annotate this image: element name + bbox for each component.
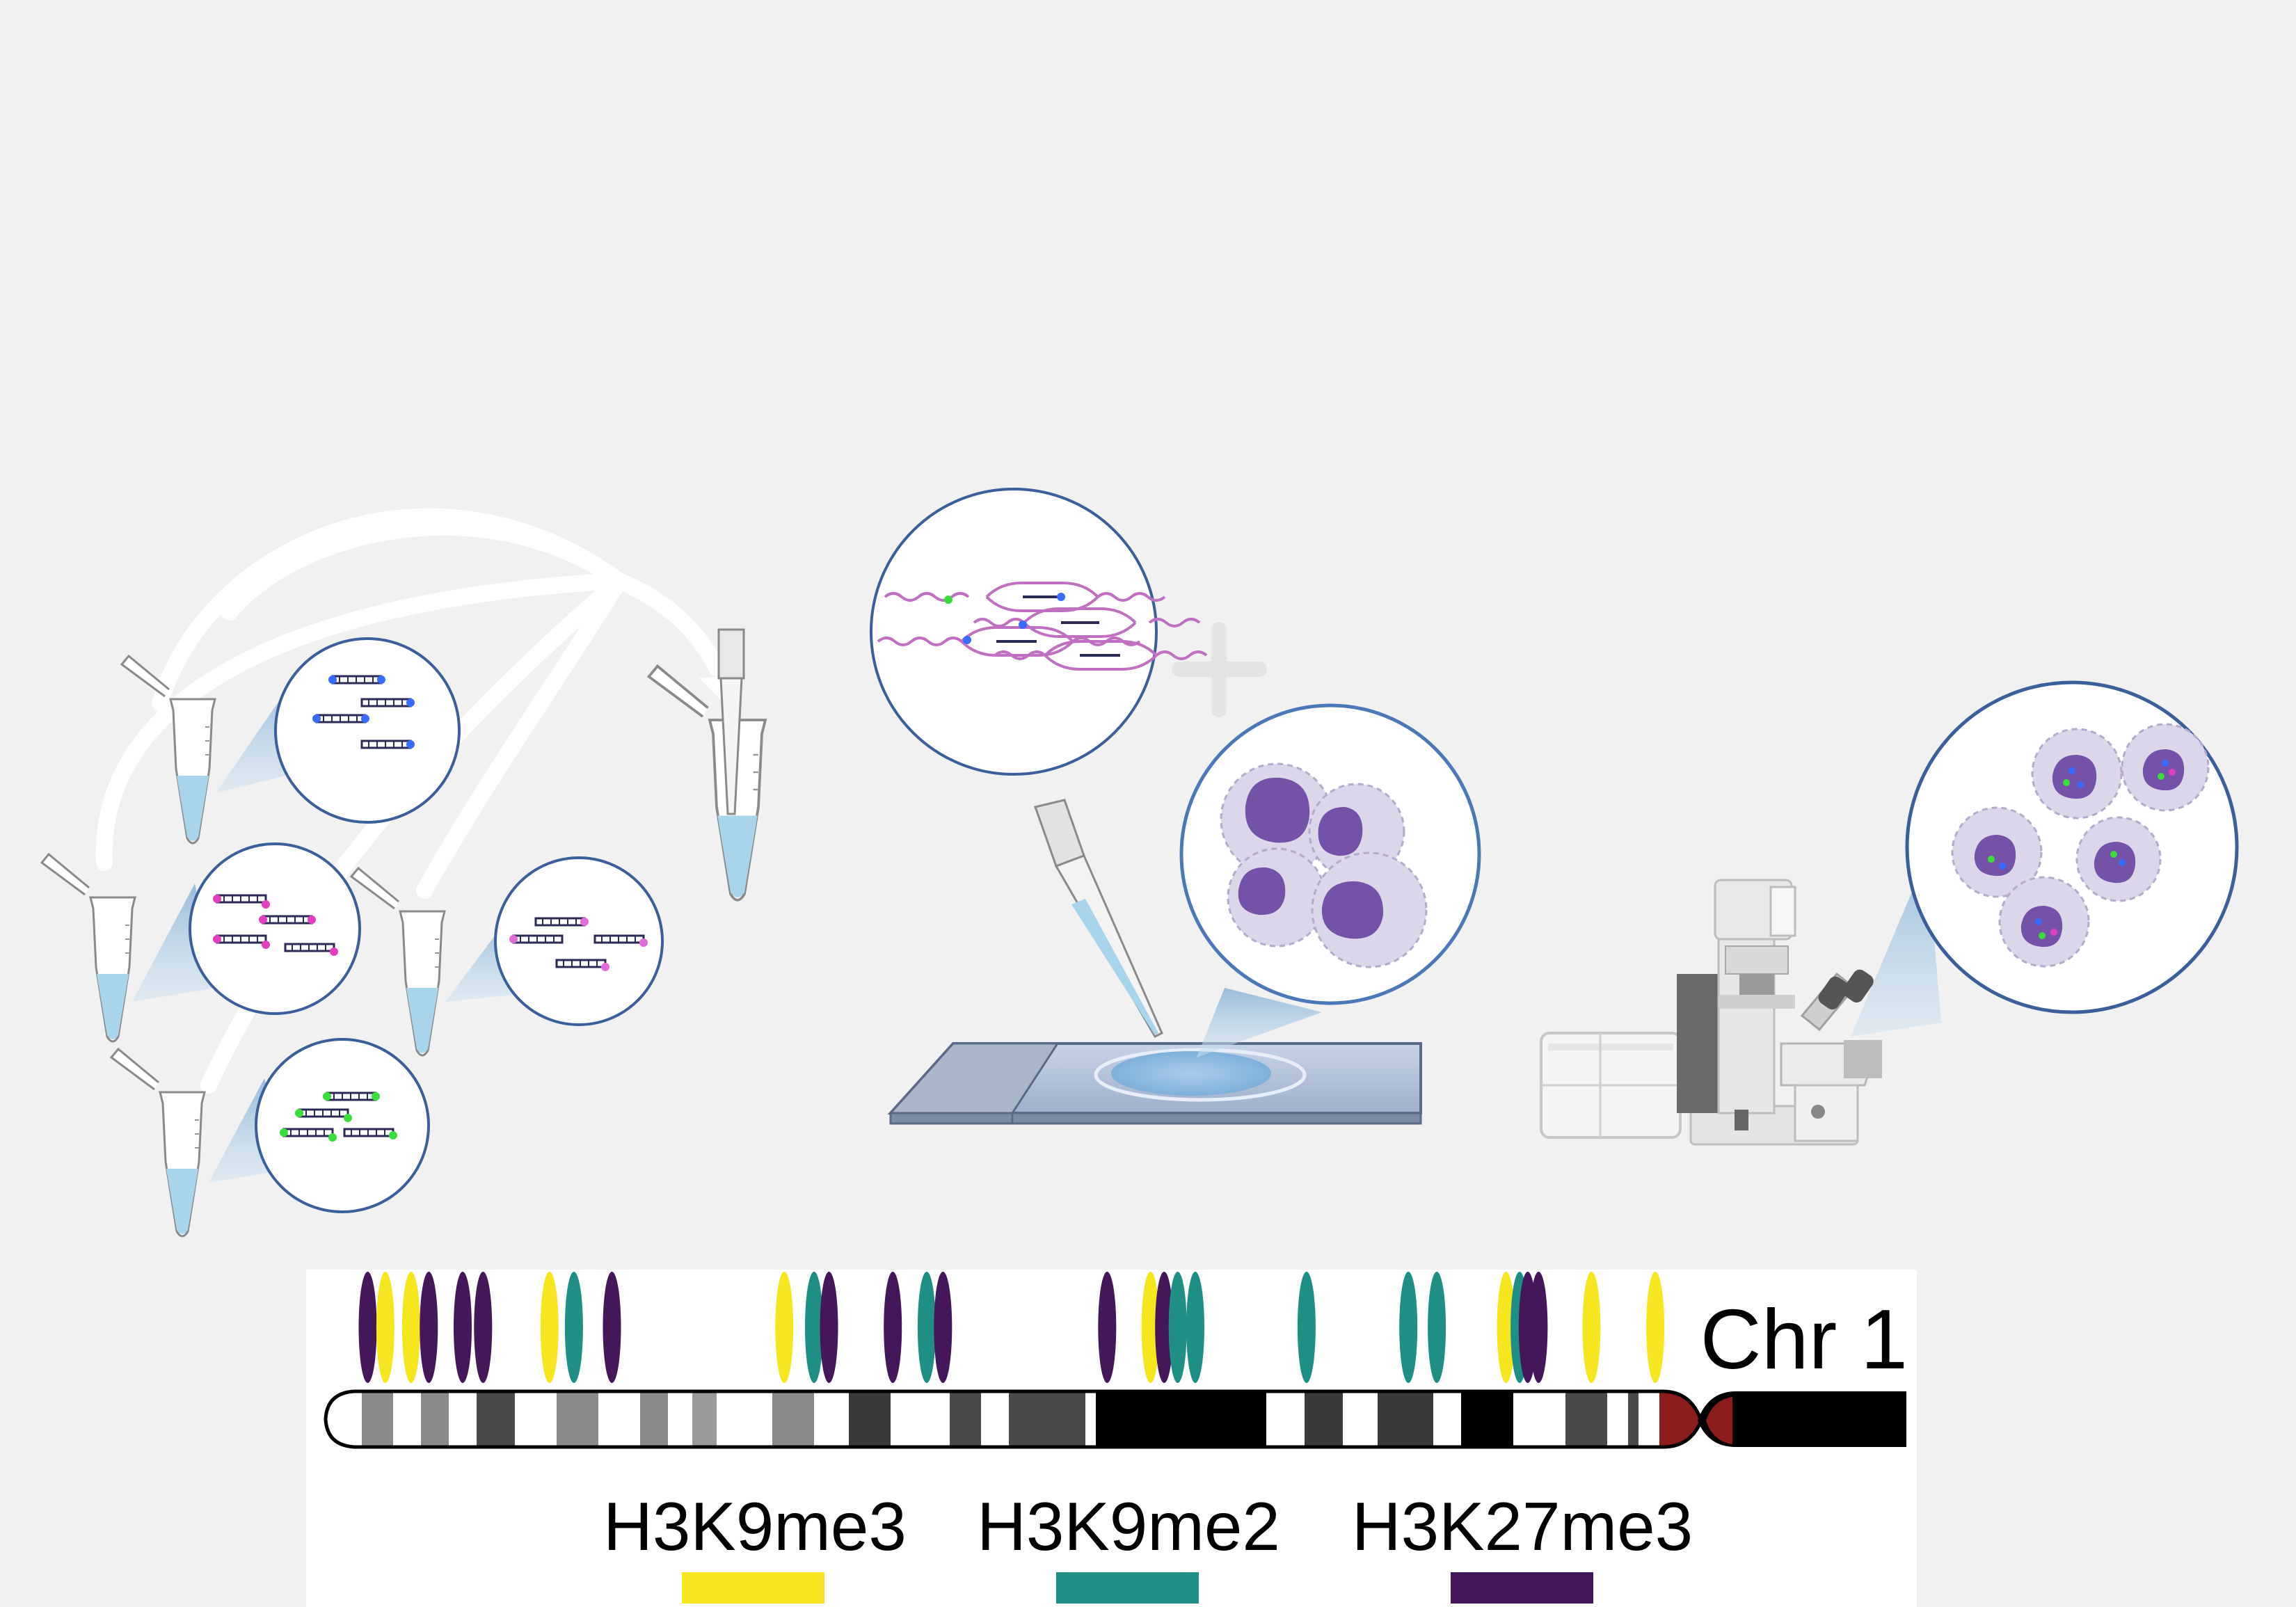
histone-mark-h3k27me3 (884, 1272, 902, 1383)
histone-mark-h3k27me3 (420, 1272, 438, 1383)
histone-mark-h3k9me3 (540, 1272, 559, 1383)
histone-mark-h3k9me2 (1428, 1272, 1446, 1383)
histone-mark-h3k9me3 (1582, 1272, 1601, 1383)
histone-mark-h3k9me3 (775, 1272, 794, 1383)
chromosome-label: Chr 1 (1700, 1292, 1908, 1386)
plus-icon (1172, 622, 1267, 717)
histone-mark-h3k27me3 (454, 1272, 472, 1383)
histone-mark-h3k9me2 (1186, 1272, 1204, 1383)
histone-mark-h3k9me3 (401, 1272, 420, 1383)
pooled-probe-tube (647, 664, 767, 902)
pipette-tip-pool (717, 628, 745, 815)
tube-green-probes (110, 1048, 206, 1238)
probe-pooling-panel (40, 508, 767, 1238)
histone-mark-h3k9me2 (1168, 1272, 1187, 1383)
chromosome-panel: Chr 1 H3K9me3 H3K9me2 H3K27me3 (306, 1270, 1917, 1607)
legend-label-h3k9me3: H3K9me3 (603, 1488, 907, 1565)
histone-mark-h3k9me2 (805, 1272, 823, 1383)
histone-mark-h3k27me3 (1155, 1272, 1174, 1383)
histone-mark-h3k27me3 (358, 1272, 377, 1383)
histone-mark-h3k9me2 (564, 1272, 583, 1383)
legend-label-h3k27me3: H3K27me3 (1352, 1488, 1693, 1565)
chromosome-p-arm (1698, 1391, 1906, 1447)
histone-mark-h3k27me3 (934, 1272, 952, 1383)
pink-probe-circle (494, 856, 664, 1026)
pipette (1034, 799, 1163, 1038)
legend-swatch-h3k9me2 (1056, 1572, 1199, 1604)
histone-mark-h3k9me3 (1141, 1272, 1160, 1383)
histone-mark-h3k27me3 (820, 1272, 838, 1383)
microscope-icon (1540, 879, 1882, 1146)
legend-swatch-h3k9me3 (682, 1572, 824, 1604)
histone-marks (358, 1272, 1665, 1383)
tube-magenta-probes (40, 853, 136, 1043)
cells-on-slide-circle (1179, 703, 1481, 1005)
green-probe-circle (255, 1038, 430, 1213)
legend-label-h3k9me2: H3K9me2 (977, 1488, 1280, 1565)
histone-mark-h3k9me3 (1497, 1272, 1515, 1383)
dna-hybridization-circle (870, 488, 1208, 776)
sample-drop (1111, 1051, 1271, 1096)
legend-swatch-h3k27me3 (1451, 1572, 1593, 1604)
magenta-probe-circle (189, 842, 361, 1015)
tube-pink-probes (350, 867, 446, 1057)
blue-probe-circle (274, 637, 461, 824)
histone-mark-h3k27me3 (474, 1272, 493, 1383)
histone-mark-h3k27me3 (603, 1272, 621, 1383)
chromosome-ideogram (324, 1389, 1906, 1449)
hybridization-panel (870, 488, 1481, 1125)
histone-mark-h3k9me3 (1646, 1272, 1665, 1383)
histone-mark-h3k27me3 (1098, 1272, 1117, 1383)
histone-mark-h3k9me2 (917, 1272, 936, 1383)
microscope-slide (887, 1042, 1422, 1125)
imaging-panel (1540, 680, 2239, 1146)
legend: H3K9me3 H3K9me2 H3K27me3 (603, 1488, 1693, 1604)
histone-mark-h3k9me3 (376, 1272, 394, 1383)
imaged-cells-circle (1905, 680, 2239, 1014)
histone-mark-h3k9me2 (1399, 1272, 1418, 1383)
histone-mark-h3k27me3 (1529, 1272, 1548, 1383)
histone-mark-h3k9me2 (1297, 1272, 1316, 1383)
